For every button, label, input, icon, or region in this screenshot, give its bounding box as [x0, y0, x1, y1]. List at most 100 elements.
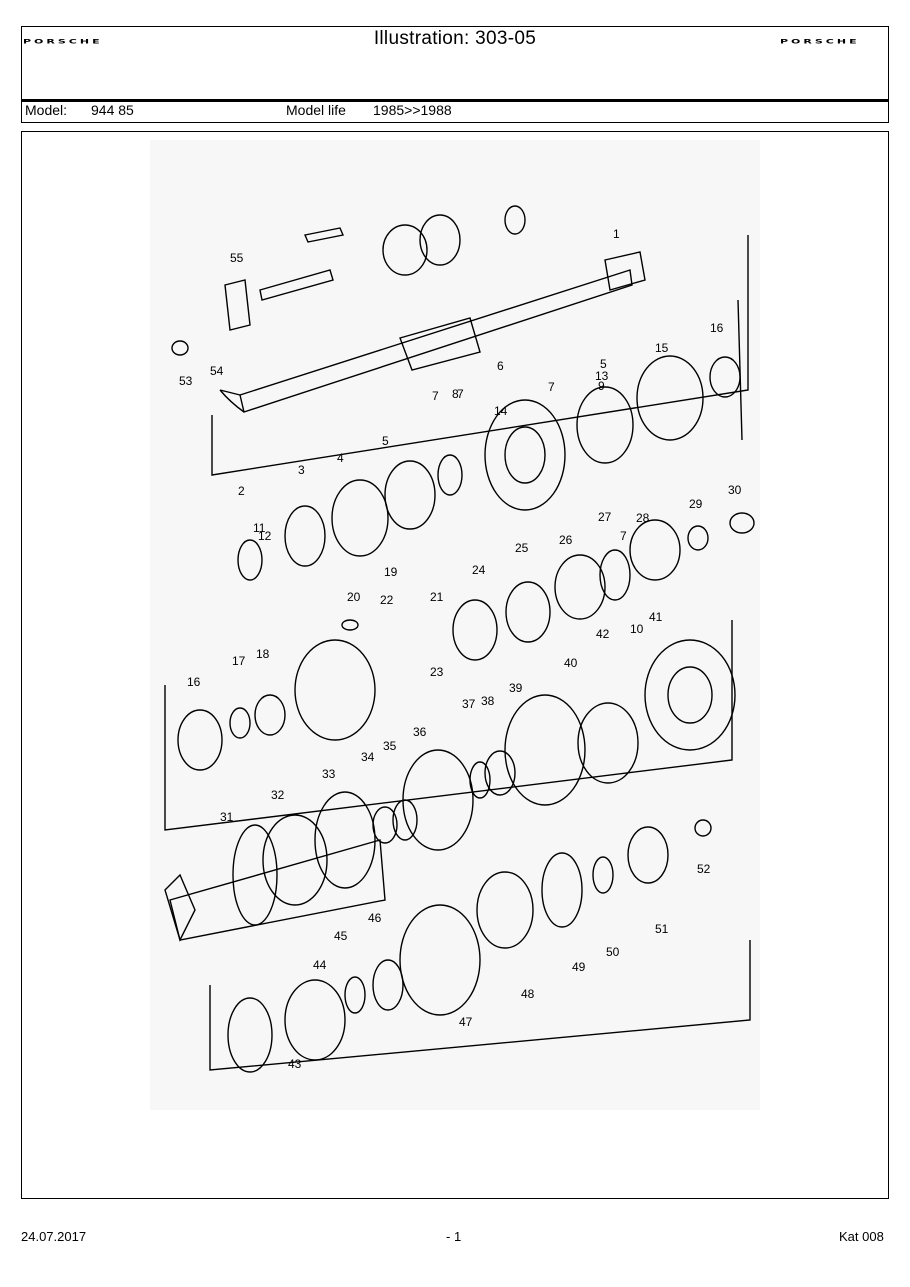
part-number-label: 8	[452, 387, 459, 401]
sleeve-54	[504, 205, 526, 235]
part-number-label: 11	[253, 521, 266, 535]
sync-ring-5	[384, 460, 436, 530]
part-number-label: 43	[288, 1057, 302, 1071]
part-number-label: 41	[649, 610, 663, 624]
model-bar: Model: 944 85 Model life 1985>>1988	[21, 102, 889, 123]
part-number-label: 26	[559, 533, 573, 547]
part-number-label: 7	[620, 529, 627, 543]
part-number-label: 35	[383, 739, 397, 753]
part-number-label: 21	[430, 590, 444, 604]
part-number-label: 50	[606, 945, 620, 959]
bracket-middle	[164, 620, 733, 831]
spring-51	[304, 227, 344, 243]
model-life-label: Model life	[286, 102, 346, 118]
part-number-label: 25	[515, 541, 529, 555]
washer-24	[687, 525, 709, 551]
ring-44	[592, 856, 614, 894]
part-number-label: 48	[521, 987, 535, 1001]
part-number-label: 2	[238, 484, 245, 498]
part-number-label: 51	[655, 922, 669, 936]
bearing-33	[484, 750, 516, 796]
part-number-label: 6	[497, 359, 504, 373]
part-number-label: 15	[655, 341, 669, 355]
bolt-47	[171, 340, 189, 356]
header-rule	[21, 99, 889, 102]
sleeve-36	[644, 639, 736, 751]
illustration-frame	[21, 131, 889, 1199]
part-number-label: 16	[187, 675, 201, 689]
part-number-label: 33	[322, 767, 336, 781]
gearbox-svg: 1234556777778910111213141516161718192021…	[164, 205, 755, 1073]
sync-ring-35	[577, 702, 639, 784]
part-number-label: 19	[384, 565, 398, 579]
part-number-label: 55	[230, 251, 244, 265]
gear-31	[402, 749, 474, 851]
model-label: Model:	[25, 102, 68, 118]
bearing-27	[262, 814, 328, 906]
part-number-label: 37	[462, 697, 476, 711]
gear-10	[636, 355, 704, 441]
part-number-label: 31	[220, 810, 234, 824]
gear-4	[331, 479, 389, 557]
gear-45	[627, 826, 669, 884]
plate-49	[224, 279, 251, 331]
part-number-label: 28	[636, 511, 650, 525]
part-number-label: 52	[697, 862, 711, 876]
circlip-39	[344, 976, 366, 1014]
part-number-label: 32	[271, 788, 285, 802]
part-number-label: 24	[472, 563, 486, 577]
model-life-value: 1985>>1988	[373, 102, 452, 118]
part-number-label: 42	[596, 627, 610, 641]
part-number-label: 3	[298, 463, 305, 477]
circlip-2	[237, 539, 263, 581]
pinion-shaft	[169, 839, 386, 941]
bracket-upper	[211, 235, 749, 476]
gear-28	[314, 791, 376, 889]
model-value: 944 85	[91, 102, 134, 118]
footer-catalog: Kat 008	[839, 1229, 884, 1244]
part-number-label: 49	[572, 960, 586, 974]
hub-20	[505, 581, 551, 643]
sync-ring-19	[452, 599, 498, 661]
part-number-label: 14	[494, 404, 508, 418]
part-number-label: 23	[430, 665, 444, 679]
gear-34	[504, 694, 586, 806]
bearing-23	[629, 519, 681, 581]
part-number-label: 54	[210, 364, 224, 378]
part-number-label: 47	[459, 1015, 473, 1029]
part-number-label: 17	[232, 654, 246, 668]
part-number-label: 10	[630, 622, 644, 636]
part-number-label: 53	[179, 374, 193, 388]
part-number-label: 5	[382, 434, 389, 448]
sync-ring-5b	[576, 386, 634, 464]
part-number-label: 13	[595, 369, 609, 383]
carrier-52	[382, 224, 428, 276]
illustration-title: Illustration: 303-05	[373, 28, 537, 49]
part-number-label: 46	[368, 911, 382, 925]
pin-50	[259, 269, 334, 301]
seal-21	[554, 554, 606, 620]
gear-15	[294, 639, 376, 741]
part-number-label: 7	[457, 387, 464, 401]
bearing-42	[476, 871, 534, 949]
part-number-label: 29	[689, 497, 703, 511]
part-number-label: 1	[613, 227, 620, 241]
part-number-label: 18	[256, 647, 270, 661]
part-number-label: 4	[337, 451, 344, 465]
part-number-label: 27	[598, 510, 612, 524]
part-number-label: 12	[258, 529, 272, 543]
main-shaft	[239, 269, 633, 413]
part-number-label: 44	[313, 958, 327, 972]
gear-53	[419, 214, 461, 266]
part-number-label: 34	[361, 750, 375, 764]
part-number-label: 9	[598, 379, 605, 393]
needle-bearing-40	[372, 959, 404, 1011]
bearing-12	[177, 709, 223, 771]
footer-page: - 1	[446, 1229, 462, 1244]
bracket-lower	[209, 940, 751, 1071]
part-number-label: 7	[548, 380, 555, 394]
gear-41	[399, 904, 481, 1016]
part-number-label: 39	[509, 681, 523, 695]
ring-7-lower	[227, 997, 273, 1073]
bolt-25	[729, 512, 755, 534]
